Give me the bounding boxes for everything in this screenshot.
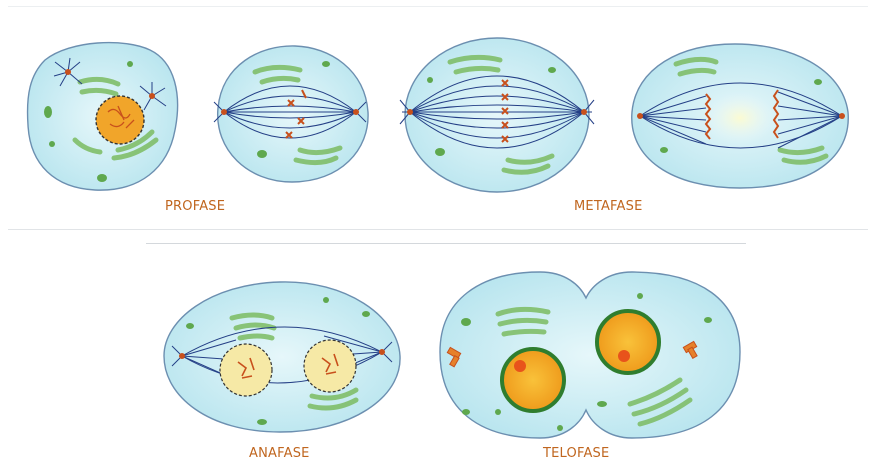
telofase-cells (439, 271, 741, 439)
profase-cell-late (213, 45, 369, 183)
label-metafase: METAFASE (574, 199, 643, 214)
label-telofase: TELOFASE (543, 446, 610, 461)
middle-divider (8, 229, 868, 230)
telofase-nucleus-right (595, 309, 661, 375)
telofase-nucleus-left (500, 347, 566, 413)
anafase-cell (163, 281, 401, 433)
top-divider (8, 6, 868, 7)
label-anafase: ANAFASE (249, 446, 310, 461)
metafase-cell-late (631, 43, 849, 189)
lower-divider (146, 243, 746, 244)
metafase-cell (399, 37, 595, 193)
profase-cell-early (26, 41, 179, 191)
label-profase: PROFASE (165, 199, 226, 214)
